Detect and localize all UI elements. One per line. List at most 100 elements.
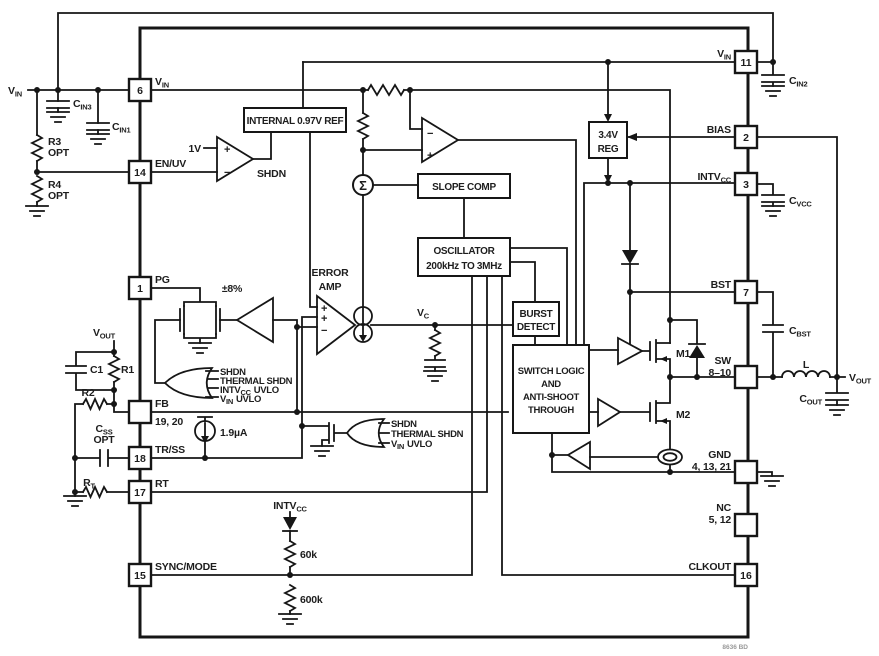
label-divider-intvcc: INTVCC xyxy=(273,500,307,514)
reg-label-2: REG xyxy=(598,144,619,155)
block-slope-comp: SLOPE COMP xyxy=(417,173,511,199)
internal-ref-label: INTERNAL 0.97V REF xyxy=(247,116,344,127)
pm8-comparator xyxy=(235,296,274,344)
pin-sw-square xyxy=(733,364,759,390)
label-error-amp-1: ERROR xyxy=(312,267,350,279)
labels: VIN CIN3 CIN1 R3 OPT R4 OPT VOUT C1 R1 R… xyxy=(8,48,872,651)
pin-15-label: SYNC/MODE xyxy=(155,561,217,573)
ic-outline xyxy=(138,26,750,639)
pin-nc-square xyxy=(733,512,759,538)
switch-logic-label-3: ANTI-SHOOT xyxy=(523,392,580,403)
label-r4-opt: OPT xyxy=(48,190,70,202)
shdn-comp-minus: − xyxy=(224,167,230,179)
error-amp-plus-1: + xyxy=(321,303,327,315)
label-m1: M1 xyxy=(676,348,691,360)
label-r3-opt: OPT xyxy=(48,147,70,159)
slope-comp-label: SLOPE COMP xyxy=(432,182,496,193)
pin-gnd-numbers: 4, 13, 21 xyxy=(692,461,731,473)
m1-gate-driver xyxy=(617,336,644,366)
sigma-junction: Σ xyxy=(352,174,374,196)
fault-or-input-thermal: THERMAL SHDN xyxy=(220,376,293,387)
pin-18-square xyxy=(127,445,153,471)
resistor-60k xyxy=(282,539,298,569)
current-sense-element xyxy=(657,448,683,466)
boost-diode xyxy=(621,250,639,265)
label-cbst: CBST xyxy=(789,325,811,339)
pin-1-square xyxy=(127,275,153,301)
current-comp-plus: + xyxy=(427,150,433,162)
label-error-amp-2: AMP xyxy=(319,281,342,293)
sigma-symbol: Σ xyxy=(359,178,367,193)
pin-11-number: 11 xyxy=(740,57,751,69)
pin-gnd-label: GND xyxy=(708,449,731,461)
label-inductor: L xyxy=(803,359,810,371)
resistor-r3 xyxy=(29,133,45,163)
label-r3: R3 xyxy=(48,136,61,148)
pg-pulldown-fets xyxy=(179,305,221,335)
pin-1-number: 1 xyxy=(137,283,143,295)
pin-3-label: INTVCC xyxy=(697,171,731,185)
label-cin3: CIN3 xyxy=(73,98,91,112)
resistor-600k xyxy=(282,583,298,613)
label-ss-current: 1.9µA xyxy=(220,427,248,439)
label-c1: C1 xyxy=(90,364,103,376)
shdn-comp-plus: + xyxy=(224,144,230,156)
pin-fb-label: FB xyxy=(155,398,169,410)
label-css: CSS xyxy=(96,423,113,437)
pin-6-number: 6 xyxy=(137,85,143,97)
shdn-comparator: + − xyxy=(216,135,255,183)
resistor-rt xyxy=(81,484,109,500)
burst-label-1: BURST xyxy=(520,309,553,320)
signal-arrows xyxy=(604,114,637,183)
label-cin1: CIN1 xyxy=(112,121,130,135)
mode-divider-diode xyxy=(282,517,298,532)
pin-2-number: 2 xyxy=(743,132,749,144)
block-switch-logic: SWITCH LOGIC AND ANTI-SHOOT THROUGH xyxy=(512,344,590,434)
switch-logic-label-1: SWITCH LOGIC xyxy=(518,366,585,377)
pin-fb-numbers: 19, 20 xyxy=(155,416,183,428)
label-600k: 600k xyxy=(300,594,323,606)
pin-17-label: RT xyxy=(155,478,169,490)
current-comparator: − + xyxy=(421,116,460,164)
label-shdn-comp-output: SHDN xyxy=(257,168,286,180)
resistor-sense xyxy=(366,83,406,97)
error-amp: + + − xyxy=(316,294,373,356)
label-r1: R1 xyxy=(121,364,134,376)
resistor-internal xyxy=(355,111,371,141)
pin-numbers: 6 14 1 18 17 15 11 2 3 7 16 xyxy=(134,57,752,582)
label-r4: R4 xyxy=(48,179,61,191)
m2-mosfet xyxy=(660,418,667,424)
pin-18-number: 18 xyxy=(134,453,146,465)
pin-3-square xyxy=(733,171,759,197)
inductor xyxy=(781,370,831,378)
fault-or-input-shdn: SHDN xyxy=(220,367,246,378)
m1-body-diode xyxy=(689,345,705,358)
fault-or-gate xyxy=(163,367,214,399)
block-burst-detect: BURST DETECT xyxy=(512,301,560,337)
reg-label-1: 3.4V xyxy=(598,130,618,141)
error-amp-minus: − xyxy=(321,325,327,337)
pin-squares xyxy=(127,49,759,588)
junction-dots xyxy=(34,59,840,578)
label-css-opt: OPT xyxy=(94,434,116,446)
resistor-r4 xyxy=(29,174,45,204)
pin-1-label: PG xyxy=(155,274,170,286)
pin-16-square xyxy=(733,562,759,588)
label-pm8: ±8% xyxy=(222,283,243,295)
resistors xyxy=(29,83,443,613)
switch-logic-label-4: THROUGH xyxy=(528,405,574,416)
pin-14-label: EN/UV xyxy=(155,158,186,170)
label-vin-source: VIN xyxy=(8,85,22,99)
pin-15-number: 15 xyxy=(134,570,146,582)
pin-gnd-square xyxy=(733,459,759,485)
label-cvcc: CVCC xyxy=(789,195,812,209)
pin-2-label: BIAS xyxy=(707,124,731,136)
pin-7-number: 7 xyxy=(743,287,749,299)
resistor-vc xyxy=(427,328,443,358)
m2-gate-driver xyxy=(597,397,622,428)
pin-sw-numbers: 8–10 xyxy=(708,367,731,379)
error-amp-plus-2: + xyxy=(321,313,327,325)
label-diagram-note: 8636 BD xyxy=(722,644,748,651)
pin-3-number: 3 xyxy=(743,179,749,191)
